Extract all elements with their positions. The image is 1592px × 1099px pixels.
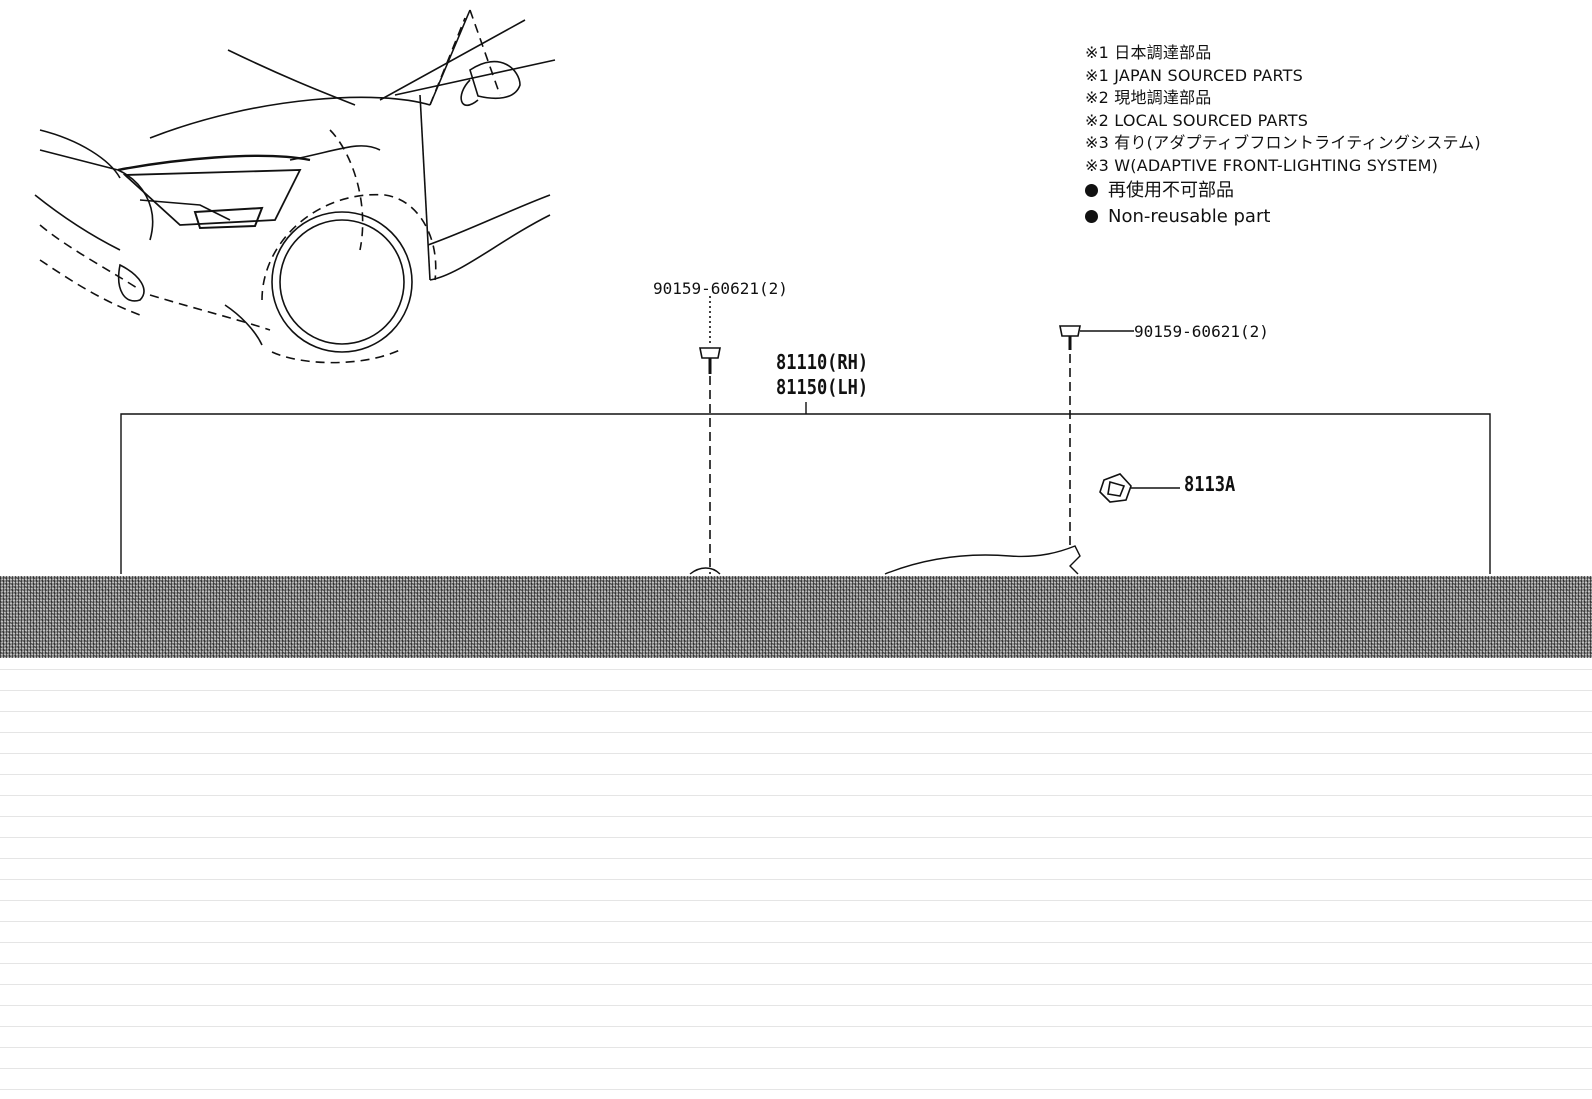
callout-bolt-left: 90159-60621(2) <box>653 279 788 298</box>
bolt-right-icon <box>1059 325 1134 548</box>
legend: ※1 日本調達部品 ※1 JAPAN SOURCED PARTS ※2 現地調達… <box>1085 42 1481 230</box>
callout-bolt-right: 90159-60621(2) <box>1134 322 1269 341</box>
callout-clip: 8113A <box>1184 472 1236 496</box>
bullet-dot-icon <box>1085 210 1098 224</box>
callout-assembly-lh: 81150(LH) <box>776 375 869 399</box>
legend-non-reusable-jp: 再使用不可部品 <box>1085 178 1481 204</box>
car-front-illustration <box>34 9 556 364</box>
headlamp-outline <box>689 545 1081 575</box>
bullet-dot-icon <box>1085 184 1098 198</box>
non-reusable-jp-label: 再使用不可部品 <box>1108 179 1234 201</box>
legend-line-japan-en: ※1 JAPAN SOURCED PARTS <box>1085 65 1304 85</box>
legend-line-japan-jp: ※1 日本調達部品 <box>1085 43 1212 62</box>
legend-line-local-jp: ※2 現地調達部品 <box>1085 88 1212 108</box>
legend-non-reusable-en: Non-reusable part <box>1085 204 1481 230</box>
legend-line-local-en: ※2 LOCAL SOURCED PARTS <box>1085 110 1309 130</box>
clip-icon <box>1099 473 1180 503</box>
legend-line-afs-jp: ※3 有り(アダプティブフロントライティングシステム) <box>1085 133 1481 153</box>
non-reusable-en-label: Non-reusable part <box>1108 205 1271 227</box>
callout-assembly-rh: 81110(RH) <box>776 350 869 374</box>
legend-line-afs-en: ※3 W(ADAPTIVE FRONT-LIGHTING SYSTEM) <box>1085 155 1439 175</box>
assembly-bracket <box>120 402 1491 574</box>
bolt-left-icon <box>699 296 721 574</box>
noise-band <box>0 576 1592 658</box>
noise-field <box>0 658 1592 1099</box>
